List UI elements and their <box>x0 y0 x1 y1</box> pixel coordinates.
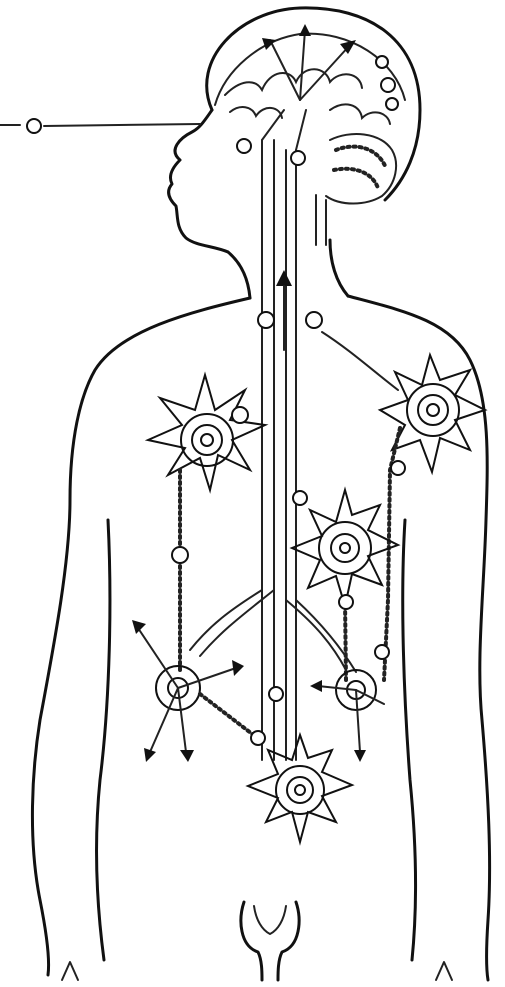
pelvic-organ <box>241 902 299 980</box>
gland-left-chest <box>148 375 265 490</box>
central-channels <box>237 110 322 760</box>
brain <box>215 24 405 245</box>
left-chain <box>172 470 188 670</box>
gland-lower-center <box>248 735 352 842</box>
eye-line <box>0 119 200 133</box>
